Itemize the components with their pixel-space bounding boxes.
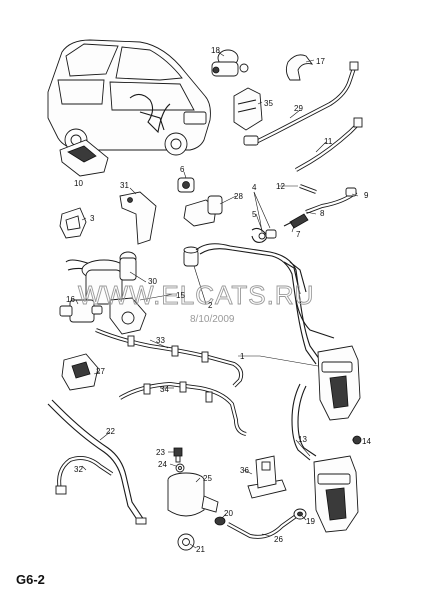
- part-4-5-connectors: [251, 227, 277, 243]
- callout-24: 24: [158, 460, 167, 469]
- callout-33: 33: [156, 336, 165, 345]
- watermark-date: 8/10/2009: [190, 314, 235, 325]
- callout-8: 8: [320, 209, 325, 218]
- part-8-9-hose: [305, 187, 358, 214]
- part-21-clamp: [177, 533, 195, 551]
- callout-6: 6: [180, 165, 185, 174]
- part-3-clip: [59, 207, 87, 239]
- callout-32: 32: [74, 465, 83, 474]
- part-6-grommet: [177, 177, 195, 193]
- callout-9: 9: [364, 191, 369, 200]
- vehicle-illustration: [47, 39, 211, 156]
- part-25-housing: [167, 472, 219, 517]
- callout-18: 18: [211, 46, 220, 55]
- main-fuel-lines: [195, 243, 335, 461]
- callout-3: 3: [90, 214, 95, 223]
- part-14-cap: [352, 435, 362, 445]
- callout-20: 20: [224, 509, 233, 518]
- part-23-bolt: [173, 447, 183, 463]
- callout-5: 5: [252, 210, 257, 219]
- watermark-text: WWW.ELCATS.RU: [78, 280, 314, 310]
- callout-30: 30: [148, 277, 157, 286]
- callout-28: 28: [234, 192, 243, 201]
- callout-29: 29: [294, 104, 303, 113]
- part-19-grommet: [293, 508, 307, 520]
- part-33-hose-harness: [95, 328, 244, 388]
- part-26-hose: [227, 514, 298, 539]
- part-1-reservoir-upper: [317, 345, 361, 421]
- part-22-line: [47, 399, 147, 525]
- part-30-canister: [65, 251, 147, 335]
- callout-35: 35: [264, 99, 273, 108]
- callout-10: 10: [74, 179, 83, 188]
- part-24-washer: [175, 463, 185, 473]
- callout-16: 16: [66, 295, 75, 304]
- callout-12: 12: [276, 182, 285, 191]
- part-36-bracket: [247, 455, 287, 499]
- callout-15: 15: [176, 291, 185, 300]
- callout-4: 4: [252, 183, 257, 192]
- part-27-mount: [61, 353, 99, 391]
- callout-13: 13: [298, 435, 307, 444]
- part-16-valve: [59, 299, 103, 323]
- callout-34: 34: [160, 385, 169, 394]
- part-12-hose: [299, 184, 317, 194]
- part-32-hose: [55, 456, 114, 495]
- callout-2: 2: [208, 301, 213, 310]
- page-code: G6-2: [16, 572, 45, 587]
- callout-labels: 18 17 35 29 11 10 6 31 28 4 5 12 9 8 7 3…: [66, 46, 371, 554]
- part-31-bracket: [119, 191, 157, 245]
- callout-19: 19: [306, 517, 315, 526]
- part-17-elbow-hose: [285, 54, 314, 81]
- callout-21: 21: [196, 545, 205, 554]
- callout-31: 31: [120, 181, 129, 190]
- part-34-hose-harness: [118, 381, 247, 436]
- part-35-bracket: [233, 87, 263, 131]
- part-7-hose: [283, 213, 309, 229]
- part-28-connector: [183, 195, 223, 227]
- callout-22: 22: [106, 427, 115, 436]
- callout-11: 11: [324, 137, 333, 146]
- part-10-cover: [59, 139, 109, 177]
- part-29-hose: [243, 61, 359, 146]
- callout-23: 23: [156, 448, 165, 457]
- part-11-hose: [295, 117, 363, 172]
- callout-36: 36: [240, 466, 249, 475]
- callout-7: 7: [296, 230, 301, 239]
- part-20-connector: [214, 516, 226, 526]
- part-18-valve: [211, 49, 249, 77]
- callout-14: 14: [362, 437, 371, 446]
- part-2-fitting: [183, 246, 199, 267]
- leader-lines: [75, 51, 359, 549]
- callout-1: 1: [240, 352, 245, 361]
- callout-26: 26: [274, 535, 283, 544]
- callout-25: 25: [203, 474, 212, 483]
- callout-27: 27: [96, 367, 105, 376]
- callout-17: 17: [316, 57, 325, 66]
- part-13-reservoir-lower: [313, 455, 359, 533]
